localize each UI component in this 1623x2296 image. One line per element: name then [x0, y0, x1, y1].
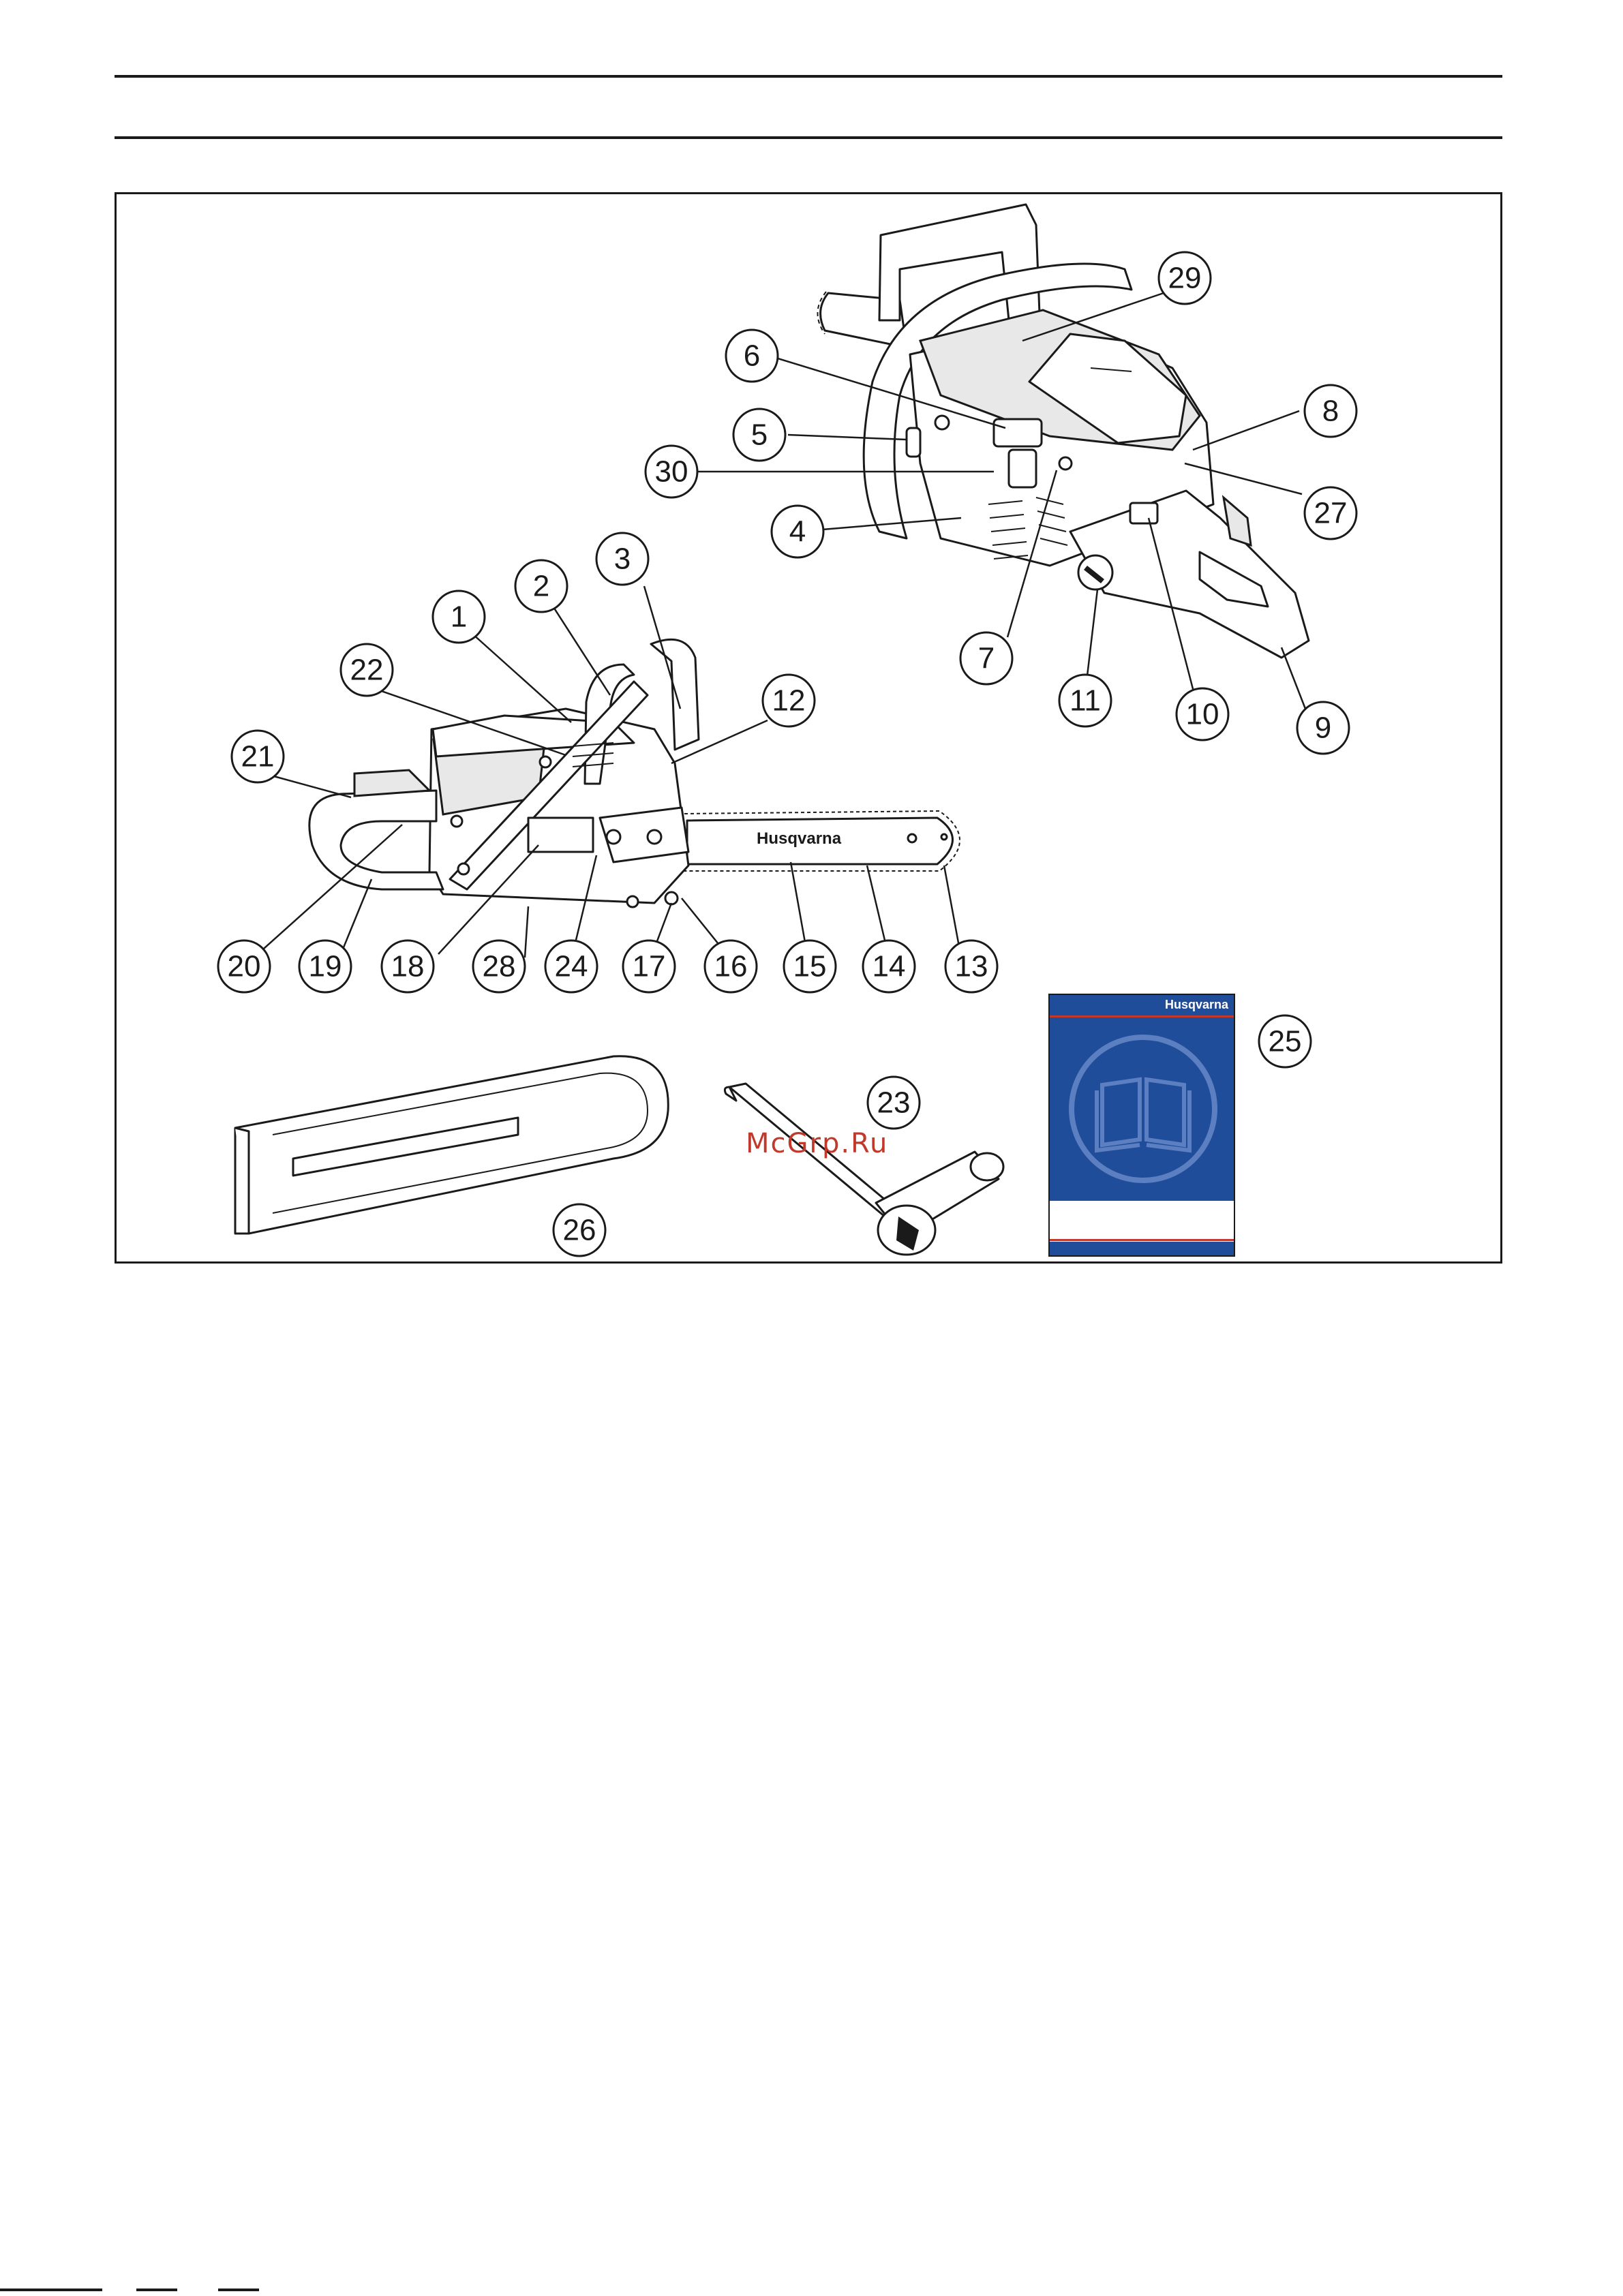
callout-1: 1	[433, 591, 485, 643]
callout-11: 11	[1059, 675, 1111, 726]
callout-9: 9	[1297, 702, 1349, 754]
callout-3: 3	[596, 533, 648, 585]
callout-2: 2	[515, 560, 567, 612]
callout-4: 4	[772, 506, 823, 557]
svg-text:28: 28	[483, 950, 516, 983]
callout-8: 8	[1305, 385, 1356, 437]
svg-text:17: 17	[633, 950, 666, 983]
callout-17: 17	[623, 940, 675, 992]
callout-18: 18	[382, 940, 434, 992]
callout-20: 20	[218, 940, 270, 992]
callout-29: 29	[1159, 252, 1211, 304]
callout-27: 27	[1305, 487, 1356, 539]
chainsaw-rear-view	[817, 204, 1309, 658]
combination-spanner	[725, 1084, 1003, 1255]
callout-26: 26	[553, 1204, 605, 1256]
callout-6: 6	[726, 330, 778, 382]
svg-text:4: 4	[789, 515, 806, 549]
manual-brand: Husqvarna	[1165, 998, 1228, 1012]
callout-16: 16	[705, 940, 757, 992]
callout-15: 15	[784, 940, 836, 992]
svg-text:15: 15	[793, 950, 827, 983]
svg-text:13: 13	[955, 950, 988, 983]
chainsaw-parts-illustration: Husqvarna	[0, 0, 1623, 1295]
callout-5: 5	[733, 409, 785, 461]
callout-22: 22	[341, 644, 393, 696]
footer-marks	[0, 2284, 273, 2296]
svg-text:2: 2	[533, 570, 549, 603]
svg-text:11: 11	[1070, 684, 1101, 718]
svg-text:10: 10	[1186, 698, 1219, 731]
svg-text:5: 5	[751, 418, 768, 452]
callout-28: 28	[473, 940, 525, 992]
operators-manual: Husqvarna	[1048, 994, 1235, 1257]
callout-23: 23	[868, 1077, 920, 1129]
callout-19: 19	[299, 940, 351, 992]
bar-guard	[235, 1056, 668, 1234]
callout-10: 10	[1177, 688, 1228, 740]
callout-7: 7	[960, 632, 1012, 684]
svg-text:3: 3	[614, 542, 631, 576]
watermark: McGrp.Ru	[746, 1128, 888, 1159]
svg-text:20: 20	[228, 950, 261, 983]
svg-text:9: 9	[1315, 711, 1331, 745]
svg-text:25: 25	[1269, 1025, 1302, 1058]
chainsaw-side-view	[309, 639, 960, 907]
svg-text:18: 18	[391, 950, 425, 983]
svg-text:27: 27	[1314, 497, 1348, 530]
callout-21: 21	[232, 731, 284, 782]
svg-text:30: 30	[655, 455, 688, 489]
svg-text:12: 12	[772, 684, 806, 718]
callout-14: 14	[863, 940, 915, 992]
manual-white-band	[1050, 1201, 1234, 1242]
svg-text:19: 19	[309, 950, 342, 983]
manual-top-stripe	[1050, 1015, 1234, 1017]
manual-bottom-stripe	[1050, 1239, 1234, 1241]
callout-25: 25	[1259, 1015, 1311, 1067]
callout-30: 30	[646, 446, 697, 498]
callout-24: 24	[545, 940, 597, 992]
svg-text:26: 26	[563, 1214, 596, 1247]
svg-text:1: 1	[451, 600, 467, 634]
callout-13: 13	[945, 940, 997, 992]
bar-brand-text: Husqvarna	[757, 829, 842, 848]
svg-text:24: 24	[555, 950, 588, 983]
svg-text:6: 6	[744, 339, 760, 373]
svg-text:8: 8	[1322, 395, 1339, 428]
svg-text:21: 21	[241, 740, 275, 774]
book-icon	[1059, 1030, 1227, 1187]
svg-text:14: 14	[873, 950, 906, 983]
callout-12: 12	[763, 675, 815, 726]
svg-text:16: 16	[714, 950, 748, 983]
svg-text:23: 23	[877, 1086, 911, 1120]
svg-text:7: 7	[978, 642, 995, 675]
svg-text:22: 22	[350, 654, 384, 687]
svg-text:29: 29	[1168, 262, 1202, 295]
